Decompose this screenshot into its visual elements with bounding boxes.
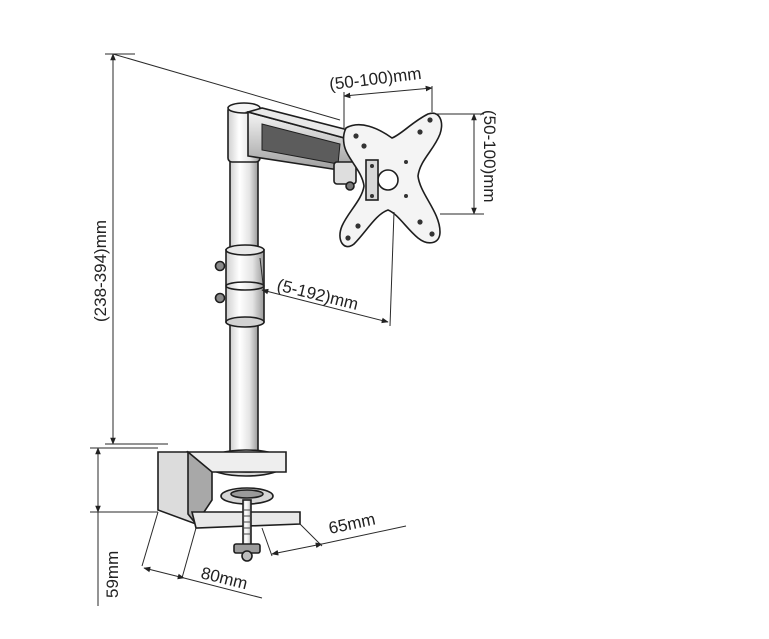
vesa-height-label: (50-100)mm bbox=[480, 110, 499, 203]
arm-extension-label: (5-192)mm bbox=[275, 275, 360, 314]
height-collar bbox=[214, 244, 265, 328]
collar-screw-icon bbox=[214, 260, 226, 272]
vesa-plate bbox=[339, 112, 443, 248]
clamp-thickness-label: 59mm bbox=[103, 551, 122, 598]
arm-extension-dimension: (5-192)mm bbox=[259, 211, 395, 327]
height-dimension: (238-394)mm bbox=[91, 53, 341, 445]
vesa-height-dimension: (50-100)mm bbox=[436, 110, 499, 215]
vesa-center-hole bbox=[377, 169, 399, 191]
vesa-width-dimension: (50-100)mm bbox=[328, 64, 433, 128]
tilt-knob-icon bbox=[345, 181, 355, 191]
clamp-thickness-dimension: 59mm bbox=[90, 447, 158, 606]
collar-screw-icon bbox=[214, 292, 226, 304]
height-range-label: (238-394)mm bbox=[91, 220, 110, 322]
clamp-screw bbox=[242, 499, 252, 547]
tilt-arm bbox=[245, 107, 358, 191]
vesa-width-label: (50-100)mm bbox=[328, 64, 422, 94]
desk-clamp bbox=[157, 450, 301, 562]
vesa-holes bbox=[345, 117, 435, 241]
